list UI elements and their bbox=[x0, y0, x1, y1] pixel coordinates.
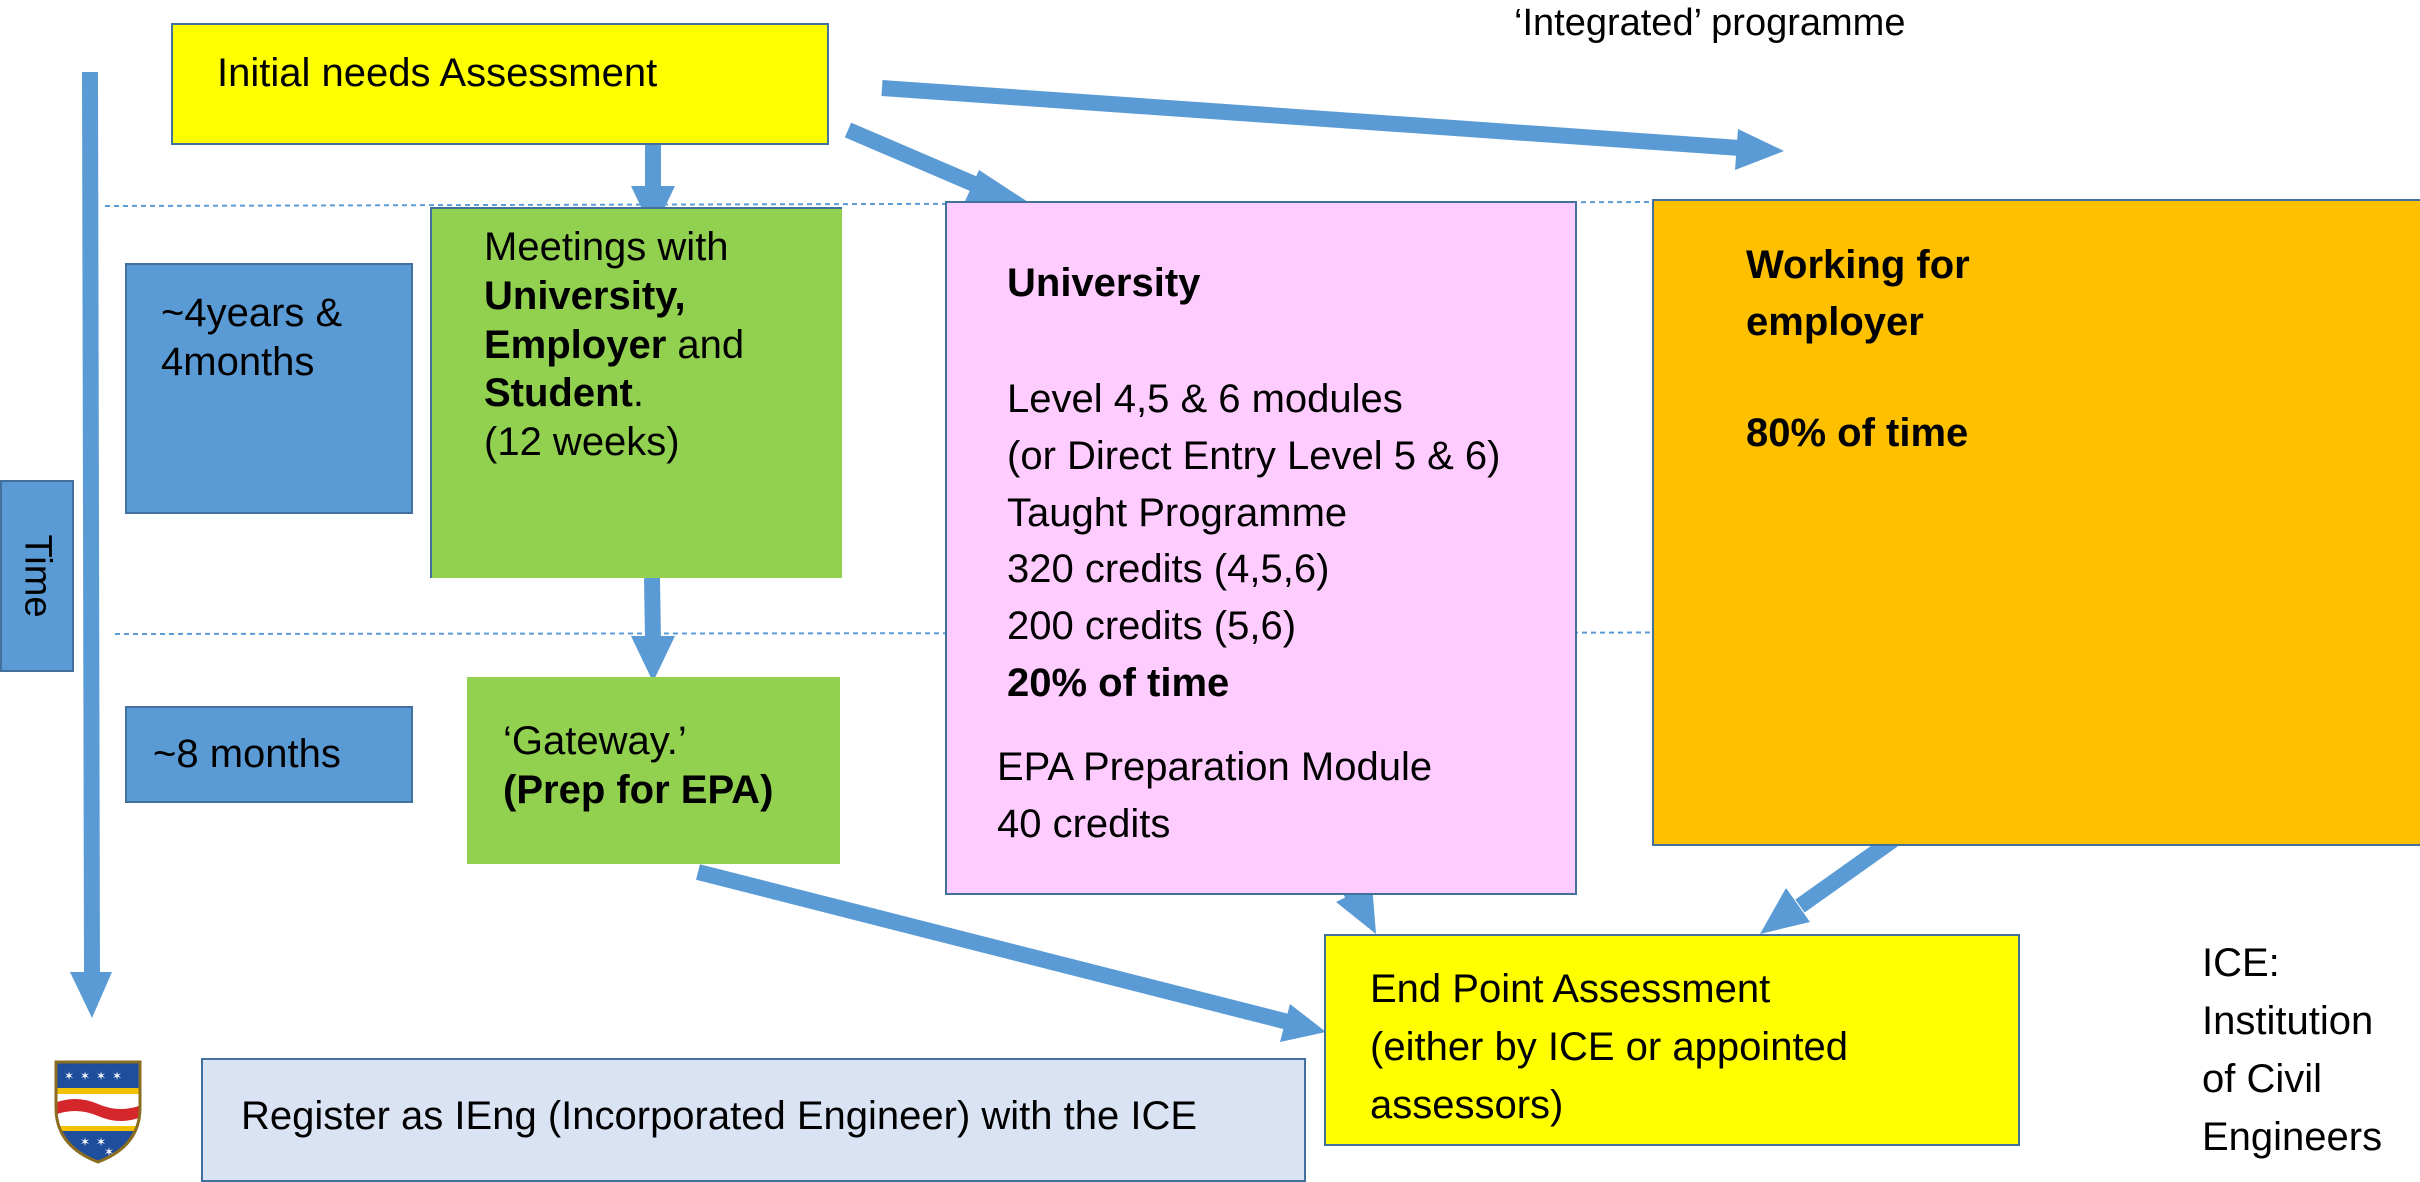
gateway-text: ‘Gateway.’ (Prep for EPA) bbox=[503, 717, 773, 815]
meetings-student: Student bbox=[484, 371, 633, 416]
university-crest-icon: ✶✶✶✶ ✶✶✶ bbox=[54, 1060, 142, 1164]
arrow-gateway-to-end-point bbox=[696, 864, 1326, 1042]
duration-second-label: ~8 months bbox=[153, 732, 341, 776]
duration-first-label: ~4years & 4months bbox=[161, 291, 343, 384]
initial-needs-assessment-label: Initial needs Assessment bbox=[217, 51, 658, 95]
svg-text:✶: ✶ bbox=[112, 1069, 122, 1083]
employer-box: Working for employer 80% of time bbox=[1652, 199, 2420, 846]
university-time-share: 20% of time bbox=[1007, 661, 1230, 705]
meetings-box: Meetings with University, Employer and S… bbox=[430, 207, 842, 578]
meetings-employer: Employer bbox=[484, 322, 667, 367]
employer-title: Working for employer bbox=[1746, 243, 1970, 344]
svg-text:✶: ✶ bbox=[64, 1069, 74, 1083]
end-point-assessment-label: End Point Assessment (either by ICE or a… bbox=[1370, 967, 1849, 1127]
arrow-needs-to-university bbox=[844, 122, 1028, 208]
end-point-assessment-box: End Point Assessment (either by ICE or a… bbox=[1324, 934, 2020, 1146]
university-title: University bbox=[1007, 261, 1201, 305]
register-box: Register as IEng (Incorporated Engineer)… bbox=[201, 1058, 1306, 1182]
employer-time-share: 80% of time bbox=[1746, 411, 1969, 455]
svg-text:✶: ✶ bbox=[80, 1069, 90, 1083]
arrow-needs-to-employer bbox=[881, 80, 1784, 170]
gateway-line1: ‘Gateway.’ bbox=[503, 719, 687, 763]
time-axis-label: Time bbox=[16, 534, 59, 618]
integrated-programme-label: ‘Integrated’ programme bbox=[1514, 2, 1906, 44]
duration-box-first: ~4years & 4months bbox=[125, 263, 413, 514]
meetings-period: . bbox=[632, 371, 644, 416]
register-label: Register as IEng (Incorporated Engineer)… bbox=[241, 1094, 1198, 1138]
meetings-university: University, bbox=[484, 273, 686, 318]
initial-needs-assessment-box: Initial needs Assessment bbox=[171, 23, 829, 145]
svg-text:✶: ✶ bbox=[80, 1135, 90, 1149]
epa-preparation-module: EPA Preparation Module 40 credits bbox=[997, 745, 1433, 846]
meetings-and: and bbox=[666, 322, 745, 367]
meetings-text: Meetings with University, Employer and S… bbox=[484, 223, 744, 467]
duration-box-second: ~8 months bbox=[125, 706, 413, 803]
university-modules: Level 4,5 & 6 modules (or Direct Entry L… bbox=[1007, 377, 1501, 649]
svg-text:✶: ✶ bbox=[96, 1135, 106, 1149]
arrow-time-axis bbox=[70, 71, 112, 1018]
arrow-employer-to-end-point bbox=[1760, 833, 1898, 934]
meetings-line1: Meetings with bbox=[484, 225, 729, 269]
svg-text:✶: ✶ bbox=[104, 1145, 114, 1159]
gateway-line2: (Prep for EPA) bbox=[503, 767, 774, 812]
ice-note: ICE: Institution of Civil Engineers bbox=[2202, 941, 2383, 1159]
arrow-meetings-to-gateway bbox=[631, 577, 675, 682]
meetings-weeks: (12 weeks) bbox=[484, 420, 680, 465]
svg-text:✶: ✶ bbox=[96, 1069, 106, 1083]
gateway-box: ‘Gateway.’ (Prep for EPA) bbox=[467, 677, 840, 864]
time-axis-label-box: Time bbox=[0, 480, 74, 672]
university-box: University Level 4,5 & 6 modules (or Dir… bbox=[945, 201, 1577, 895]
